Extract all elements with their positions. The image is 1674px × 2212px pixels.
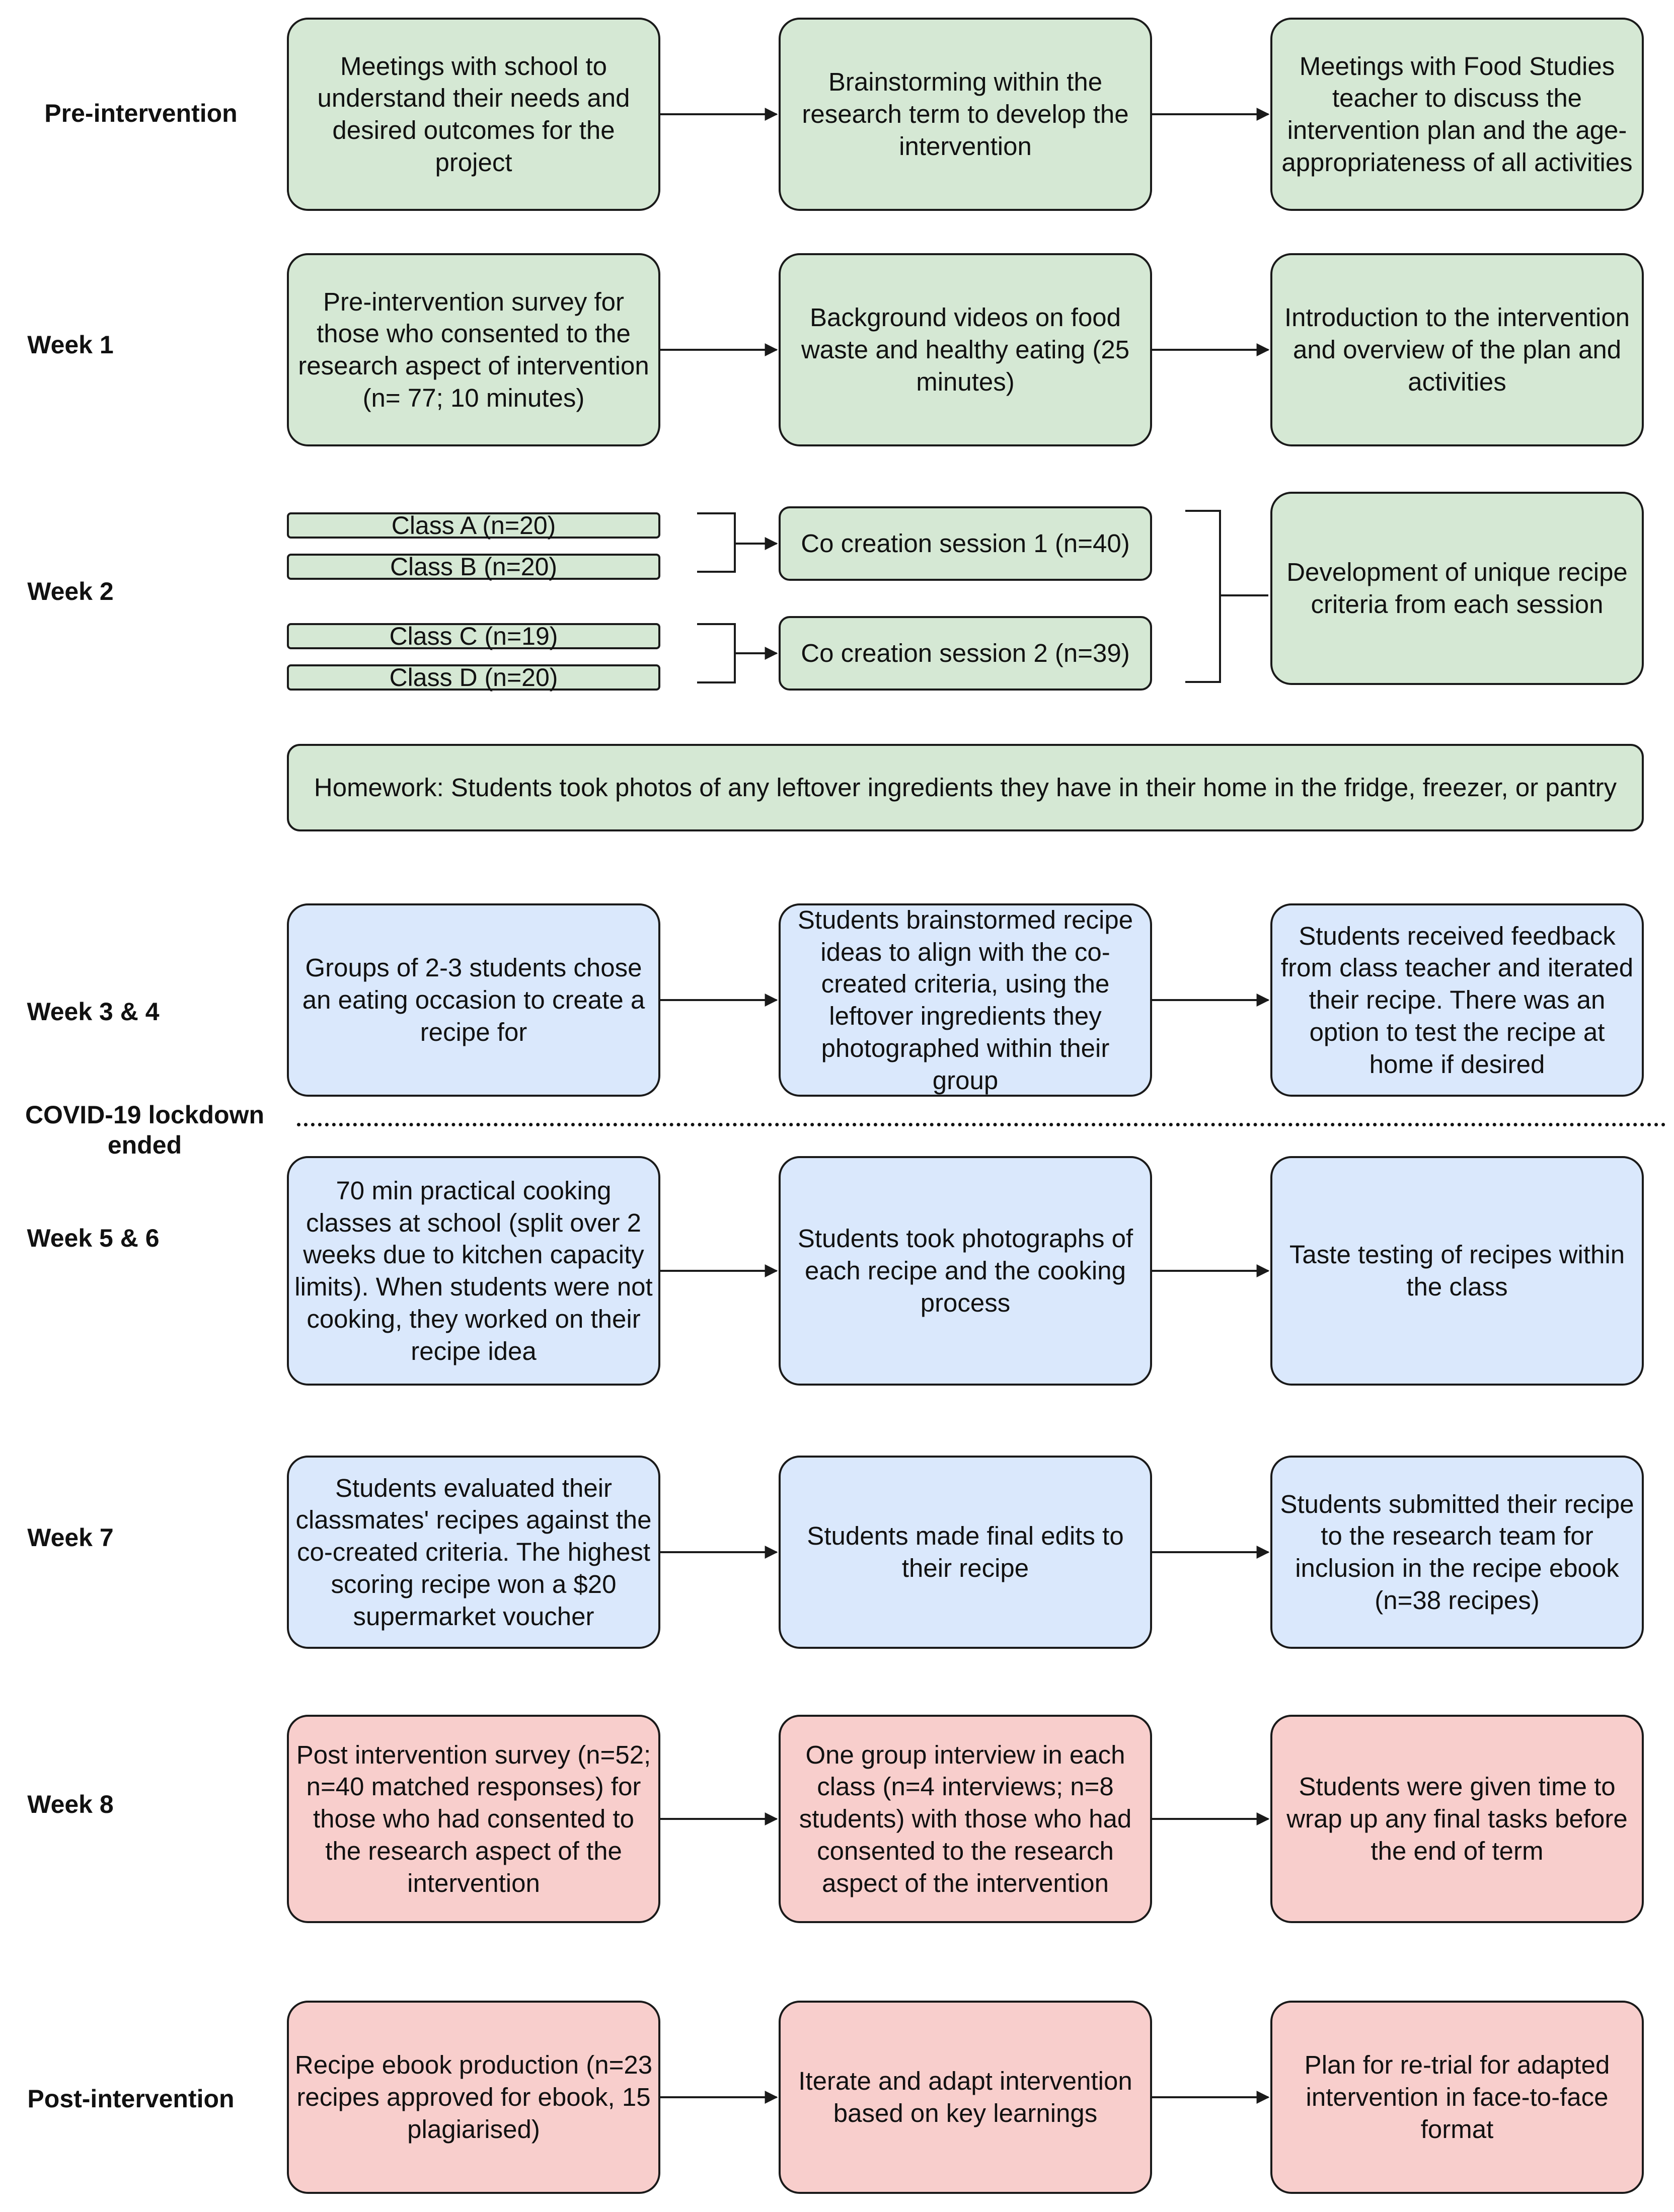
stage-label-pre-intervention: Pre-intervention [44,99,238,127]
week3-4-step-brainstorm: Students brainstormed recipe ideas to al… [779,903,1152,1097]
pre-step-school-meetings: Meetings with school to understand their… [287,18,660,211]
week1-step-videos: Background videos on food waste and heal… [779,253,1152,446]
class-d-pill: Class D (n=20) [287,664,660,691]
week3-4-step-feedback: Students received feedback from class te… [1270,903,1644,1097]
covid-divider-line [297,1123,1666,1126]
week3-4-step-groups: Groups of 2-3 students chose an eating o… [287,903,660,1097]
pre-step-teacher-meetings: Meetings with Food Studies teacher to di… [1270,18,1644,211]
week5-6-step-photographs: Students took photographs of each recipe… [779,1156,1152,1386]
stage-label-week-3-4: Week 3 & 4 [27,998,160,1026]
stage-label-covid-lockdown-ended: COVID-19 lockdown ended [25,1101,265,1159]
pre-step-brainstorming: Brainstorming within the research term t… [779,18,1152,211]
class-b-pill: Class B (n=20) [287,554,660,580]
post-step-retrial-plan: Plan for re-trial for adapted interventi… [1270,2001,1644,2194]
post-step-ebook-production: Recipe ebook production (n=23 recipes ap… [287,2001,660,2194]
bracket-classes-cd [697,623,736,683]
bracket-sessions [1185,510,1221,683]
week7-step-evaluation: Students evaluated their classmates' rec… [287,1456,660,1649]
week5-6-step-taste-testing: Taste testing of recipes within the clas… [1270,1156,1644,1386]
week8-step-group-interview: One group interview in each class (n=4 i… [779,1715,1152,1923]
stage-label-week-5-6: Week 5 & 6 [27,1224,160,1252]
class-c-pill: Class C (n=19) [287,623,660,649]
week5-6-step-cooking-classes: 70 min practical cooking classes at scho… [287,1156,660,1386]
week7-step-submission: Students submitted their recipe to the r… [1270,1456,1644,1649]
stage-label-week-8: Week 8 [27,1790,114,1818]
homework-banner: Homework: Students took photos of any le… [287,744,1644,831]
week1-step-introduction: Introduction to the intervention and ove… [1270,253,1644,446]
co-creation-session-1: Co creation session 1 (n=40) [779,506,1152,581]
co-creation-session-2: Co creation session 2 (n=39) [779,616,1152,691]
stage-label-week-2: Week 2 [27,577,114,605]
stage-label-week-7: Week 7 [27,1523,114,1552]
week1-step-survey: Pre-intervention survey for those who co… [287,253,660,446]
stage-label-week-1: Week 1 [27,331,114,359]
class-a-pill: Class A (n=20) [287,512,660,539]
recipe-criteria-development: Development of unique recipe criteria fr… [1270,492,1644,685]
week8-step-post-survey: Post intervention survey (n=52; n=40 mat… [287,1715,660,1923]
bracket-classes-ab [697,512,736,573]
week8-step-wrap-up: Students were given time to wrap up any … [1270,1715,1644,1923]
post-step-iterate-adapt: Iterate and adapt intervention based on … [779,2001,1152,2194]
week7-step-final-edits: Students made final edits to their recip… [779,1456,1152,1649]
stage-label-post-intervention: Post-intervention [27,2085,235,2113]
